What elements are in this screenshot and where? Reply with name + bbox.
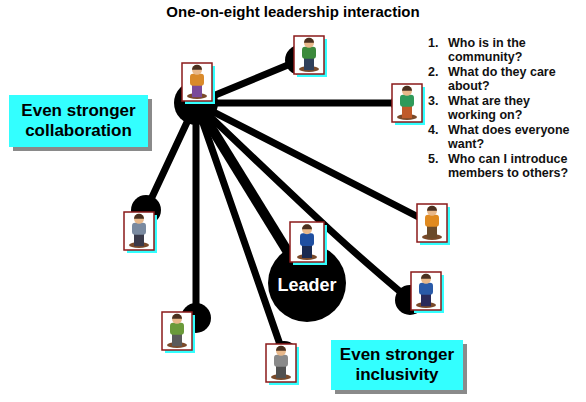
icon-head — [192, 65, 202, 75]
icon-hair — [304, 38, 314, 43]
icon-legs — [302, 244, 312, 258]
list-question: Who can I introduce members to others? — [448, 152, 580, 180]
list-question: What are they working on? — [448, 94, 580, 122]
icon-frame — [392, 84, 422, 122]
icon-frame — [266, 344, 296, 382]
icon-legs — [304, 57, 314, 70]
icon-frame — [411, 272, 441, 310]
spoke-line — [196, 100, 406, 107]
list-number: 5. — [428, 152, 448, 180]
icon-frame — [417, 204, 447, 242]
icon-head — [421, 274, 431, 284]
list-question: Who is in the community? — [448, 36, 580, 64]
icon-legs — [192, 84, 202, 97]
person-icon — [182, 63, 215, 104]
icon-body — [274, 355, 288, 367]
icon-hair — [192, 65, 202, 70]
person-icon — [417, 204, 450, 245]
icon-legs — [172, 333, 182, 346]
member-dots — [131, 45, 447, 371]
icon-hair — [427, 206, 437, 211]
icon-head — [302, 224, 312, 234]
icon-head — [276, 346, 286, 356]
icon-head — [172, 314, 182, 324]
icon-frame — [182, 63, 212, 101]
icon-head — [304, 38, 314, 48]
person-icon — [124, 212, 157, 253]
person-icon — [411, 272, 444, 313]
spoke-lines — [146, 60, 432, 356]
icon-hair — [302, 224, 312, 229]
icon-body — [132, 223, 146, 235]
person-icon — [266, 344, 299, 385]
icon-legs — [276, 365, 286, 378]
spoke-line — [193, 103, 200, 318]
list-question: What do they care about? — [448, 65, 580, 93]
icon-legs — [427, 225, 437, 238]
leader-circle — [268, 244, 346, 322]
icon-legs — [421, 293, 431, 306]
question-list: 1.Who is in the community?2.What do they… — [428, 36, 580, 180]
icon-head — [402, 86, 412, 96]
icon-body — [170, 323, 184, 335]
person-icon — [392, 84, 425, 125]
icon-body — [400, 95, 414, 107]
person-icon — [162, 312, 195, 353]
list-number: 2. — [428, 65, 448, 93]
list-question: What does everyone want? — [448, 123, 580, 151]
list-number: 1. — [428, 36, 448, 64]
icon-head — [427, 206, 437, 216]
node-text: Leader — [277, 275, 336, 296]
icon-hair — [421, 274, 431, 279]
icon-body — [425, 215, 439, 227]
icon-legs — [134, 233, 144, 246]
icon-hair — [402, 86, 412, 91]
icon-body — [302, 47, 316, 59]
person-icons — [124, 36, 450, 385]
list-number: 3. — [428, 94, 448, 122]
node-text: Even stronger inclusivity — [337, 345, 457, 384]
icon-body — [300, 233, 314, 246]
callout-box: Even stronger inclusivity — [331, 340, 463, 390]
icon-frame — [294, 36, 324, 74]
icon-legs — [402, 105, 412, 118]
icon-body — [419, 283, 433, 295]
icon-frame — [124, 212, 154, 250]
icon-head — [134, 214, 144, 224]
icon-hair — [276, 346, 286, 351]
icon-body — [190, 74, 204, 86]
person-icon — [294, 36, 327, 77]
callout-box: Even stronger collaboration — [9, 95, 148, 147]
icon-frame — [290, 222, 324, 262]
node-text: Even stronger collaboration — [15, 101, 142, 140]
icon-hair — [134, 214, 144, 219]
person-icon — [290, 222, 327, 265]
diagram-title: One-on-eight leadership interaction — [0, 3, 586, 20]
leader-node: Leader — [270, 270, 344, 301]
icon-frame — [162, 312, 192, 350]
icon-hair — [172, 314, 182, 319]
list-number: 4. — [428, 123, 448, 151]
